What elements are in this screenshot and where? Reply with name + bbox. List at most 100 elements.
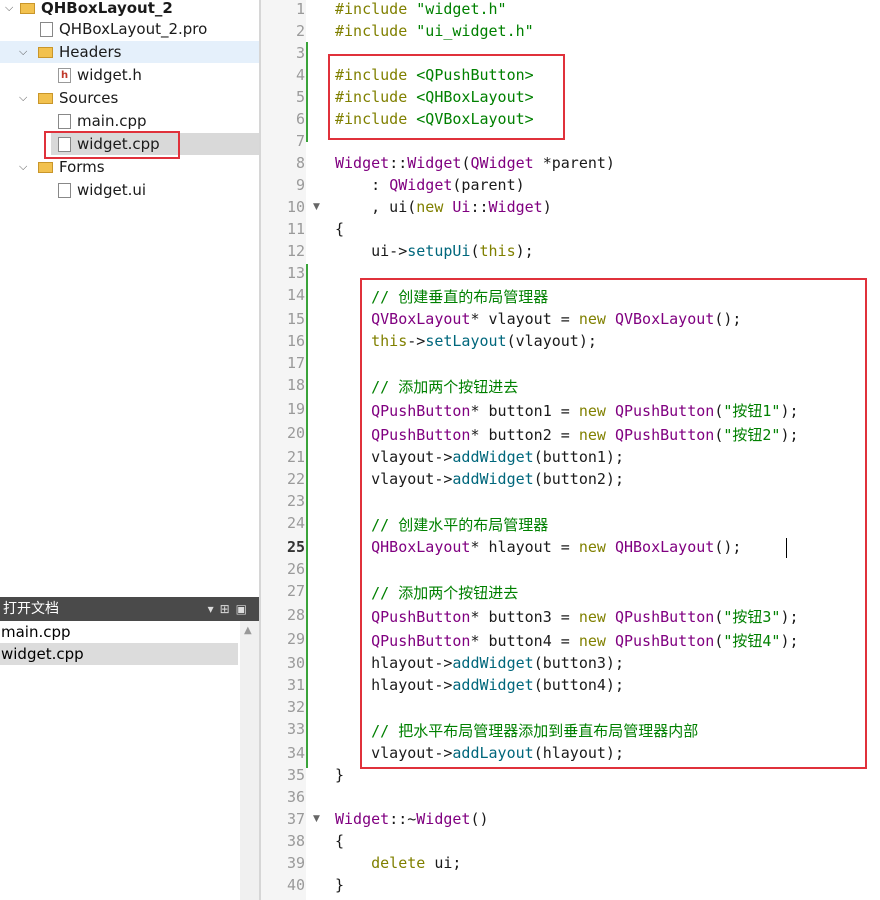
- code-line[interactable]: }: [335, 766, 345, 784]
- panel-buttons: ▾⊞▣: [208, 597, 253, 621]
- scrollbar[interactable]: ▲: [240, 621, 259, 900]
- annotation-box-includes: [328, 54, 565, 140]
- chevron-down-icon[interactable]: ⌵: [5, 1, 14, 14]
- chevron-down-icon[interactable]: ⌵: [19, 91, 28, 104]
- code-line[interactable]: #include <QHBoxLayout>: [335, 88, 534, 106]
- fold-marker-icon[interactable]: ▼: [313, 814, 320, 824]
- open-doc-item[interactable]: main.cpp: [1, 623, 71, 641]
- code-line[interactable]: // 创建水平的布局管理器: [371, 516, 549, 534]
- tree-item-forms[interactable]: ⌵ Forms: [0, 156, 259, 178]
- code-line[interactable]: : QWidget(parent): [335, 176, 525, 194]
- code-line[interactable]: this->setLayout(vlayout);: [371, 332, 597, 350]
- project-tree: ⌵ QHBoxLayout_2 QHBoxLayout_2.pro ⌵ Head…: [0, 0, 259, 595]
- open-docs-list: main.cpp widget.cpp: [0, 621, 259, 900]
- line-number: 35: [286, 766, 305, 784]
- line-number: 31: [286, 676, 305, 694]
- line-number: 34: [286, 744, 305, 762]
- left-panel: ⌵ QHBoxLayout_2 QHBoxLayout_2.pro ⌵ Head…: [0, 0, 259, 900]
- code-line[interactable]: ui->setupUi(this);: [335, 242, 534, 260]
- line-number: 26: [286, 560, 305, 578]
- code-line[interactable]: QPushButton* button3 = new QPushButton("…: [371, 608, 799, 626]
- code-line[interactable]: vlayout->addLayout(hlayout);: [335, 744, 624, 762]
- tree-item-widget-cpp[interactable]: widget.cpp: [51, 133, 259, 155]
- tree-item-label: Forms: [59, 158, 105, 176]
- line-number: 20: [286, 424, 305, 442]
- tree-item-pro[interactable]: QHBoxLayout_2.pro: [0, 18, 259, 40]
- code-line[interactable]: hlayout->addWidget(button4);: [335, 676, 624, 694]
- change-bar: [306, 42, 308, 142]
- line-number: 10: [286, 198, 305, 216]
- code-line[interactable]: QPushButton* button1 = new QPushButton("…: [371, 402, 799, 420]
- tree-item-label: widget.ui: [77, 181, 147, 199]
- tree-item-widget-ui[interactable]: widget.ui: [0, 179, 259, 201]
- line-number: 27: [286, 582, 305, 600]
- code-line[interactable]: // 添加两个按钮进去: [371, 378, 519, 396]
- dropdown-icon[interactable]: ▾: [207, 602, 220, 616]
- line-number: 22: [286, 470, 305, 488]
- tree-item-widget-h[interactable]: h widget.h: [0, 64, 259, 86]
- code-line[interactable]: #include <QVBoxLayout>: [335, 110, 534, 128]
- folder-icon: [38, 93, 53, 104]
- code-line[interactable]: QPushButton* button4 = new QPushButton("…: [371, 632, 799, 650]
- pro-file-icon: [40, 22, 53, 37]
- code-line[interactable]: // 把水平布局管理器添加到垂直布局管理器内部: [371, 722, 699, 740]
- tree-item-main-cpp[interactable]: main.cpp: [0, 110, 259, 132]
- line-number: 38: [286, 832, 305, 850]
- code-line[interactable]: QHBoxLayout* hlayout = new QHBoxLayout()…: [371, 538, 742, 556]
- line-number: 25: [286, 538, 305, 556]
- line-number: 6: [295, 110, 305, 128]
- chevron-down-icon[interactable]: ⌵: [19, 45, 28, 58]
- code-line[interactable]: Widget::Widget(QWidget *parent): [335, 154, 615, 172]
- code-line[interactable]: vlayout->addWidget(button2);: [335, 470, 624, 488]
- ui-file-icon: [58, 183, 71, 198]
- folder-icon: [38, 47, 53, 58]
- line-number: 15: [286, 310, 305, 328]
- scroll-up-icon[interactable]: ▲: [244, 625, 252, 636]
- code-line[interactable]: , ui(new Ui::Widget): [335, 198, 552, 216]
- line-number: 33: [286, 720, 305, 738]
- code-line[interactable]: // 添加两个按钮进去: [371, 584, 519, 602]
- code-line[interactable]: hlayout->addWidget(button3);: [335, 654, 624, 672]
- line-number: 39: [286, 854, 305, 872]
- split-icon[interactable]: ⊞: [219, 602, 236, 616]
- code-line[interactable]: {: [335, 832, 345, 850]
- close-panel-icon[interactable]: ▣: [235, 602, 253, 616]
- tree-item-label: widget.cpp: [77, 135, 160, 153]
- line-number: 12: [286, 242, 305, 260]
- fold-marker-icon[interactable]: ▼: [313, 202, 320, 212]
- tree-item-label: Headers: [59, 43, 122, 61]
- annotation-box-file: [44, 131, 180, 159]
- panel-splitter[interactable]: [259, 0, 261, 900]
- code-line[interactable]: #include "widget.h": [335, 0, 507, 18]
- project-name: QHBoxLayout_2: [41, 0, 173, 17]
- annotation-box-layout-code: [360, 278, 867, 769]
- tree-item-label: QHBoxLayout_2.pro: [59, 20, 208, 38]
- line-number: 11: [286, 220, 305, 238]
- line-number: 18: [286, 376, 305, 394]
- line-number: 8: [295, 154, 305, 172]
- code-line[interactable]: // 创建垂直的布局管理器: [371, 288, 549, 306]
- code-line[interactable]: {: [335, 220, 345, 238]
- code-line[interactable]: delete ui;: [371, 854, 462, 872]
- code-line[interactable]: vlayout->addWidget(button1);: [335, 448, 624, 466]
- code-line[interactable]: QVBoxLayout* vlayout = new QVBoxLayout()…: [371, 310, 742, 328]
- open-doc-item-selected[interactable]: widget.cpp: [0, 643, 238, 665]
- line-number: 40: [286, 876, 305, 894]
- code-line[interactable]: Widget::~Widget(): [335, 810, 489, 828]
- code-line[interactable]: #include <QPushButton>: [335, 66, 534, 84]
- change-bar: [306, 264, 308, 768]
- tree-item-sources[interactable]: ⌵ Sources: [0, 87, 259, 109]
- line-number: 24: [286, 514, 305, 532]
- code-line[interactable]: QPushButton* button2 = new QPushButton("…: [371, 426, 799, 444]
- tree-item-project[interactable]: ⌵ QHBoxLayout_2: [0, 0, 259, 19]
- tree-item-label: Sources: [59, 89, 119, 107]
- tree-item-label: widget.h: [77, 66, 142, 84]
- chevron-down-icon[interactable]: ⌵: [19, 160, 28, 173]
- tree-item-label: main.cpp: [77, 112, 147, 130]
- code-line[interactable]: #include "ui_widget.h": [335, 22, 534, 40]
- code-line[interactable]: }: [335, 876, 345, 894]
- line-number: 19: [286, 400, 305, 418]
- tree-item-headers[interactable]: ⌵ Headers: [0, 41, 259, 63]
